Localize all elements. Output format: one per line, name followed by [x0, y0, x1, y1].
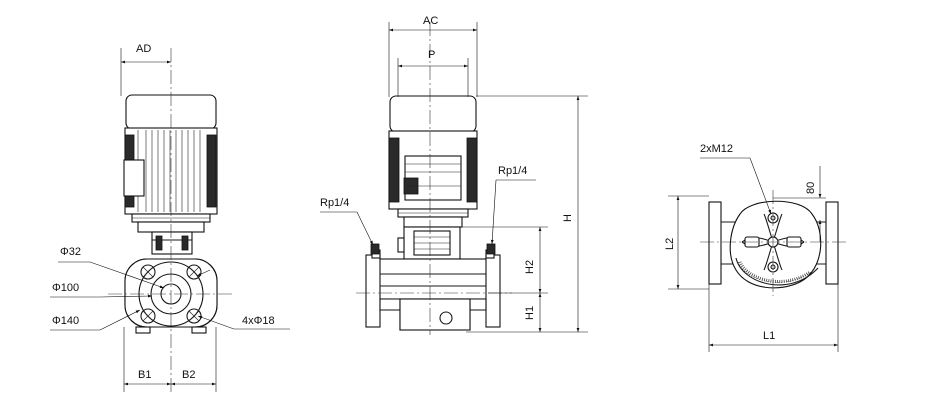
b2-label: B2 — [182, 369, 195, 381]
holes-label: 4xΦ18 — [242, 315, 275, 327]
h1-label: H1 — [524, 306, 536, 320]
top-view: 2xM12 80 L2 L1 — [664, 143, 848, 352]
side-bracket — [397, 226, 461, 260]
rp-right-label: Rp1/4 — [498, 165, 527, 177]
h-label: H — [562, 214, 574, 222]
ad-label: AD — [136, 43, 151, 55]
bolts-label: 2xM12 — [700, 143, 733, 155]
front-motor — [123, 94, 218, 233]
side-motor — [388, 95, 478, 228]
ac-label: AC — [423, 15, 438, 27]
h2-label: H2 — [524, 260, 536, 274]
phi140-label: Φ140 — [52, 315, 79, 327]
front-bracket — [151, 231, 193, 255]
side-pump-body — [365, 243, 501, 331]
rp-left-label: Rp1/4 — [320, 197, 349, 209]
phi32-label: Φ32 — [60, 246, 81, 258]
side-view: AC P Rp1/4 Rp1/4 H H2 H1 — [320, 15, 588, 335]
phi100-label: Φ100 — [52, 282, 79, 294]
front-view: AD Φ32 Φ100 Φ140 4xΦ18 B1 B2 — [50, 43, 290, 395]
l1-label: L1 — [763, 330, 775, 342]
l2-label: L2 — [664, 238, 676, 250]
dim80-label: 80 — [805, 182, 817, 194]
b1-label: B1 — [138, 369, 151, 381]
p-label: P — [428, 49, 435, 61]
